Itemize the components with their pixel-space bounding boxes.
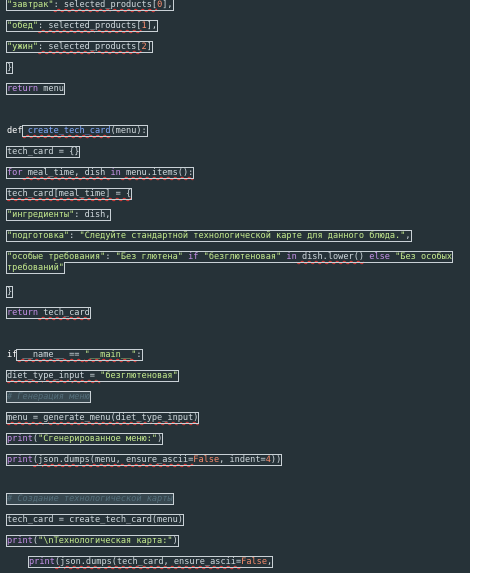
preparation-sep: : [69, 231, 80, 241]
special-req-sep: : [105, 252, 116, 262]
indent-arg: , indent= [219, 455, 266, 465]
lunch-key: "обед" [7, 21, 39, 31]
line-1-end: ], [162, 0, 173, 10]
line-24-end: , [267, 557, 273, 567]
loop-vars: meal_time, dish [22, 168, 111, 178]
special-req-key: "особые требования" [7, 252, 106, 262]
ingredients-key: "ингредиенты" [7, 210, 75, 220]
code-line-21: # Создание технологической карты [6, 493, 466, 505]
print-close-2: )) [270, 455, 282, 465]
code-line-20: print(json.dumps(menu, ensure_ascii=Fals… [5, 454, 466, 466]
code-line-23: print("\nТехнологическая карта:") [6, 535, 466, 547]
in-keyword-2: in [281, 252, 297, 262]
print-call-2: print [7, 455, 33, 465]
function-name: create_tech_card [22, 126, 111, 136]
in-keyword: in [110, 168, 121, 178]
return-keyword: return [7, 84, 39, 94]
function-params: (menu): [110, 126, 147, 136]
code-line-6: def create_tech_card(menu): [7, 125, 466, 137]
dinner-key: "ужин" [7, 42, 39, 52]
preparation-key: "подготовка" [7, 231, 70, 241]
code-line-15: if __name__ == "__main__": [7, 349, 466, 361]
code-line-4: } [5, 62, 466, 74]
return-value-2: tech_card [38, 308, 90, 318]
index-1: 1 [141, 21, 147, 31]
tech-card-init: tech_card = {} [5, 146, 81, 158]
print-close-3: ) [172, 536, 178, 546]
closing-brace: } [5, 62, 14, 74]
json-dumps-menu: (json.dumps(menu, ensure_ascii= [32, 455, 194, 465]
code-line-11: "подготовка": "Следуйте стандартной техн… [6, 230, 466, 242]
code-line-5: return menu [6, 83, 466, 95]
loop-iter: menu.items(): [120, 168, 194, 178]
return-value: menu [38, 84, 64, 94]
dunder-main-string: "__main__" [84, 350, 137, 360]
diet-match-string: "безглютеновая" [203, 252, 282, 262]
comment-create-card: # Создание технологической карты [6, 493, 174, 505]
false-literal: False [193, 455, 220, 465]
ingredients-value: : dish, [74, 210, 111, 220]
return-keyword-2: return [7, 308, 39, 318]
code-line-17: # Генерация меню [6, 391, 466, 403]
dunder-name: __name__ == [17, 350, 85, 360]
line-1-expr: : selected_products[ [53, 0, 158, 10]
breakfast-key: "завтрак" [7, 0, 54, 10]
if-main-keyword: if [7, 350, 18, 360]
code-line-19: print("Сгенерированное меню:") [5, 433, 466, 445]
line-3-expr: : selected_products[ [38, 42, 142, 52]
code-line-22: tech_card = create_tech_card(menu) [6, 514, 466, 526]
preparation-end: , [405, 231, 411, 241]
def-keyword: def [7, 126, 23, 136]
else-keyword: else [364, 252, 390, 262]
code-line-12: "особые требования": "Без глютена" if "б… [5, 251, 466, 274]
code-line-1: "завтрак": selected_products[0], [6, 0, 466, 11]
dish-lower: dish.lower() [296, 252, 365, 262]
generate-menu-call: menu = generate_menu(diet_type_input) [5, 412, 200, 424]
closing-brace-2: } [5, 286, 14, 298]
no-special-value: "Без особых требований" [7, 252, 453, 273]
comment-generate-menu: # Генерация меню [6, 391, 91, 403]
line-3-end: ] [146, 42, 152, 52]
print-call-3: print [7, 536, 33, 546]
tech-card-label: "\nТехнологическая карта:" [38, 536, 173, 546]
print-open-3: ( [32, 536, 39, 546]
code-line-18: menu = generate_menu(diet_type_input) [5, 412, 466, 424]
print-call-4: print [29, 557, 55, 567]
print-close: ) [157, 434, 163, 444]
print-open: ( [32, 434, 39, 444]
indent-value: 4 [265, 455, 271, 465]
line-2-end: ], [146, 21, 158, 31]
for-keyword: for [7, 168, 23, 178]
code-line-13: } [5, 286, 466, 298]
diet-type-var: diet_type_input = [7, 371, 101, 381]
diet-type-value: "безглютеновая" [100, 371, 178, 381]
create-card-call: tech_card = create_tech_card(menu) [6, 514, 184, 526]
index-0: 0 [157, 0, 163, 10]
json-dumps-card: (json.dumps(tech_card, ensure_ascii= [54, 557, 242, 567]
line-2-expr: : selected_products[ [38, 21, 142, 31]
tech-card-assign: tech_card[meal_time] = { [5, 188, 133, 200]
code-line-8: for meal_time, dish in menu.items(): [5, 167, 466, 179]
code-line-14: return tech_card [6, 307, 466, 319]
print-call: print [7, 434, 33, 444]
code-line-10: "ингредиенты": dish, [5, 209, 466, 221]
preparation-value: "Следуйте стандартной технологической ка… [79, 231, 406, 241]
code-line-2: "обед": selected_products[1], [5, 20, 466, 32]
false-literal-2: False [241, 557, 268, 567]
if-keyword: if [182, 252, 204, 262]
index-2: 2 [141, 42, 147, 52]
gluten-free-value: "Без глютена" [115, 252, 183, 262]
if-main-colon: : [136, 350, 142, 360]
code-line-3: "ужин": selected_products[2] [6, 41, 466, 53]
code-line-24: print(json.dumps(tech_card, ensure_ascii… [27, 556, 466, 568]
code-line-7: tech_card = {} [5, 146, 466, 158]
code-line-16: diet_type_input = "безглютеновая" [6, 370, 466, 382]
code-line-9: tech_card[meal_time] = { [5, 188, 466, 200]
generated-menu-label: "Сгенерированное меню:" [38, 434, 158, 444]
